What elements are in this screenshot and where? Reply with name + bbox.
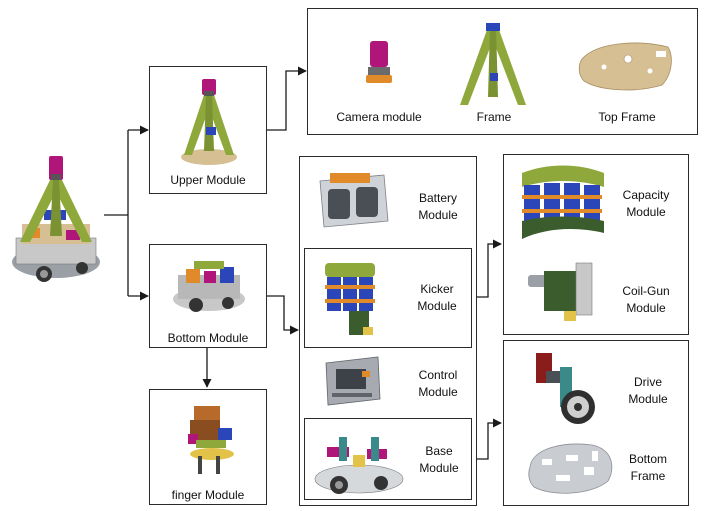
kicker-parts-box: Capacity Module Coil-Gun Module: [503, 154, 689, 335]
arrow-bottom-to-parts: [267, 295, 299, 335]
bottom-module-box: Bottom Module: [149, 244, 267, 348]
control-module-image: [325, 356, 381, 406]
finger-module-box: finger Module: [149, 389, 267, 505]
control-label-line1: Control: [418, 368, 458, 382]
coil-gun-module-label: Coil-Gun Module: [610, 283, 682, 317]
arrow-upper-to-parts: [267, 66, 307, 131]
coil-gun-label-line2: Module: [626, 301, 666, 315]
capacity-label-line2: Module: [626, 205, 666, 219]
battery-label-line2: Module: [418, 208, 458, 222]
base-module-image: [314, 437, 404, 494]
bottom-frame-label-line1: Bottom: [628, 452, 667, 466]
base-label-line1: Base: [425, 444, 453, 458]
bottom-module-label: Bottom Module: [167, 331, 249, 345]
arrow-base-to-parts: [472, 418, 502, 460]
battery-module-label: Battery Module: [406, 190, 470, 224]
drive-label-line1: Drive: [633, 375, 662, 389]
kicker-module-image: [325, 263, 375, 335]
coil-gun-label-line1: Coil-Gun: [622, 284, 670, 298]
finger-module-label: finger Module: [171, 488, 245, 502]
upper-module-box: Upper Module: [149, 66, 267, 194]
base-module-box: Base Module: [304, 418, 472, 500]
bottom-frame-label-line2: Frame: [630, 469, 666, 483]
top-frame-label: Top Frame: [598, 110, 656, 124]
coil-gun-module-image: [528, 262, 593, 321]
top-frame-image: [578, 42, 672, 91]
drive-label-line2: Module: [628, 392, 668, 406]
upper-module-image: [181, 79, 237, 165]
frame-label: Frame: [476, 110, 512, 124]
arrow-kicker-to-parts: [472, 239, 502, 298]
camera-module-image: [366, 41, 392, 83]
bottom-module-image: [173, 261, 245, 312]
upper-parts-box: Camera module Frame Top Frame: [307, 8, 698, 135]
base-module-label: Base Module: [407, 443, 471, 477]
full-robot-image: [12, 156, 100, 282]
camera-module-label: Camera module: [336, 110, 422, 124]
upper-module-label: Upper Module: [170, 173, 246, 187]
kicker-label-line1: Kicker: [420, 282, 454, 296]
battery-module-image: [319, 173, 389, 228]
battery-label-line1: Battery: [418, 191, 457, 205]
frame-image: [460, 23, 526, 105]
drive-module-label: Drive Module: [614, 374, 682, 408]
control-label-line2: Module: [418, 385, 458, 399]
control-module-label: Control Module: [406, 367, 470, 401]
base-parts-box: Drive Module Bottom Frame: [503, 340, 689, 506]
base-label-line2: Module: [419, 461, 459, 475]
kicker-module-box: Kicker Module: [304, 248, 472, 348]
capacity-module-image: [522, 165, 604, 239]
capacity-module-label: Capacity Module: [610, 187, 682, 221]
kicker-label-line2: Module: [417, 299, 457, 313]
capacity-label-line1: Capacity: [622, 188, 670, 202]
finger-module-image: [188, 406, 234, 474]
bottom-frame-label: Bottom Frame: [614, 451, 682, 485]
drive-module-image: [536, 353, 595, 424]
bottom-frame-image: [528, 443, 613, 494]
kicker-module-label: Kicker Module: [405, 281, 469, 315]
